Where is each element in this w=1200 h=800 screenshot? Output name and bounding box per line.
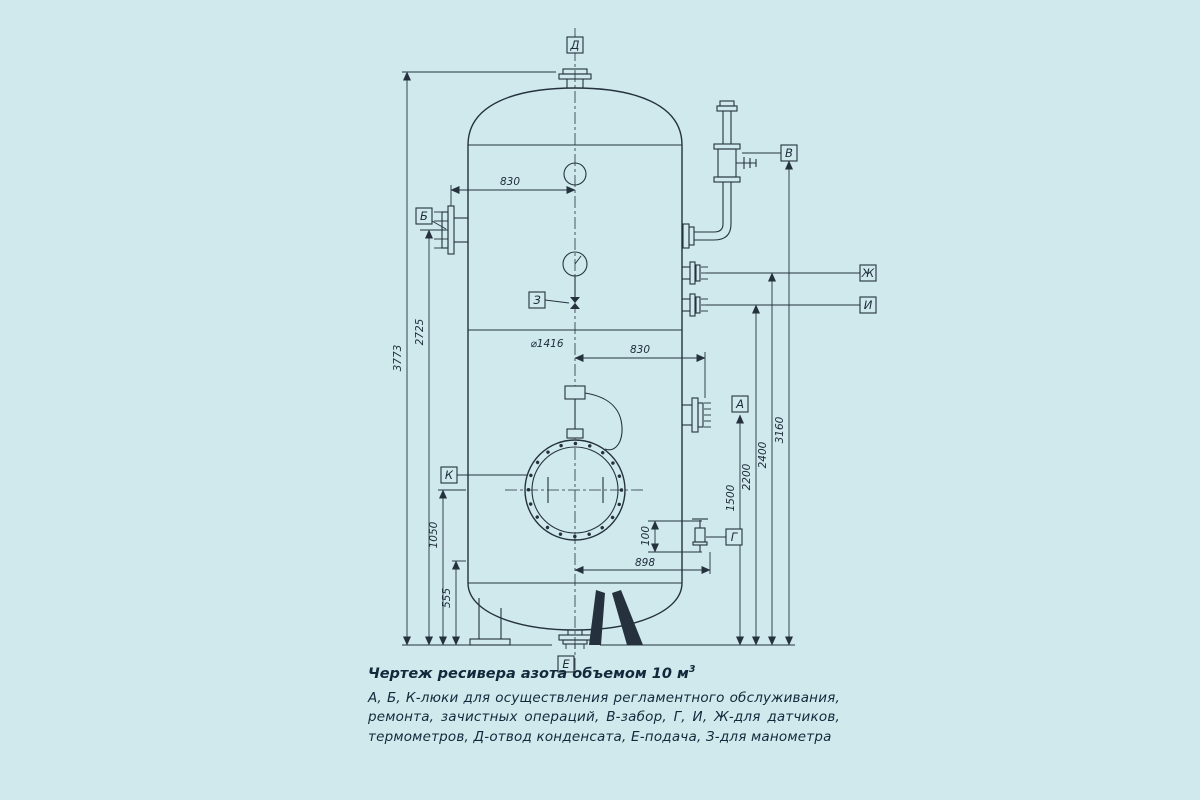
port-letter-a: А <box>735 397 744 411</box>
dim-2200: 2200 <box>741 463 753 490</box>
dim-1500: 1500 <box>725 484 737 511</box>
port-label-i: И <box>859 296 877 314</box>
port-label-z: З <box>528 291 546 309</box>
valve-assembly-v <box>682 100 757 249</box>
port-label-d: Д <box>566 36 584 54</box>
port-label-a: А <box>731 395 749 413</box>
bottom-nozzle-e <box>558 630 592 649</box>
port-label-b: Б <box>415 207 433 225</box>
dim-2725: 2725 <box>414 318 426 345</box>
dim-830-top: 830 <box>500 176 520 188</box>
dim-1050: 1050 <box>428 521 440 548</box>
port-label-zh: Ж <box>859 264 877 282</box>
side-nozzle-a <box>682 397 711 433</box>
port-letter-z: З <box>533 293 541 307</box>
support-bracket-right <box>612 590 643 645</box>
support-bracket-left <box>589 590 605 645</box>
head-fitting-circle <box>563 162 587 186</box>
port-letter-zh: Ж <box>861 266 875 280</box>
port-label-k: К <box>440 466 458 484</box>
port-label-v: В <box>780 144 798 162</box>
dim-830-mid: 830 <box>630 344 650 356</box>
drawing-description: А, Б, К-люки для осуществления регламент… <box>368 689 840 745</box>
title-text: Чертеж ресивера азота объемом 10 м <box>368 665 689 682</box>
side-nozzle-i <box>682 293 708 317</box>
port-letter-i: И <box>864 298 873 312</box>
port-labels: Д Б В Ж И З А К <box>415 36 877 673</box>
drawing-title: Чертеж ресивера азота объемом 10 м3 <box>368 664 840 682</box>
dim-898: 898 <box>635 557 655 569</box>
left-dimensions: 3773 2725 1050 555 <box>392 71 795 646</box>
port-letter-b: Б <box>420 209 428 223</box>
dim-2400: 2400 <box>757 441 769 468</box>
dim-100: 100 <box>640 526 652 546</box>
dim-3160: 3160 <box>774 416 786 443</box>
port-label-g: Г <box>725 528 743 546</box>
pressure-gauge-z <box>562 251 588 309</box>
leader-lines <box>431 152 860 538</box>
dim-3773: 3773 <box>392 345 404 372</box>
support-legs <box>469 590 643 646</box>
dim-555: 555 <box>441 588 453 608</box>
side-nozzle-zh <box>682 261 708 285</box>
port-letter-v: В <box>785 146 793 160</box>
vessel-shell <box>467 87 683 631</box>
port-letter-g: Г <box>731 530 739 544</box>
top-nozzle-d <box>558 68 592 88</box>
centerlines <box>505 28 645 674</box>
port-label-e: Е <box>557 655 575 673</box>
dim-diameter: ⌀1416 <box>530 338 563 350</box>
port-letter-d: Д <box>570 38 580 52</box>
port-letter-e: Е <box>562 657 570 671</box>
right-dimensions: 3160 2400 2200 1500 100 <box>640 160 793 646</box>
horizontal-dimensions: 830 830 ⌀1416 898 <box>450 176 711 574</box>
port-letter-k: К <box>445 468 454 482</box>
title-superscript: 3 <box>688 664 696 675</box>
caption: Чертеж ресивера азота объемом 10 м3 А, Б… <box>368 664 840 747</box>
manhole-k <box>524 385 626 541</box>
drain-valve-g <box>692 518 708 552</box>
